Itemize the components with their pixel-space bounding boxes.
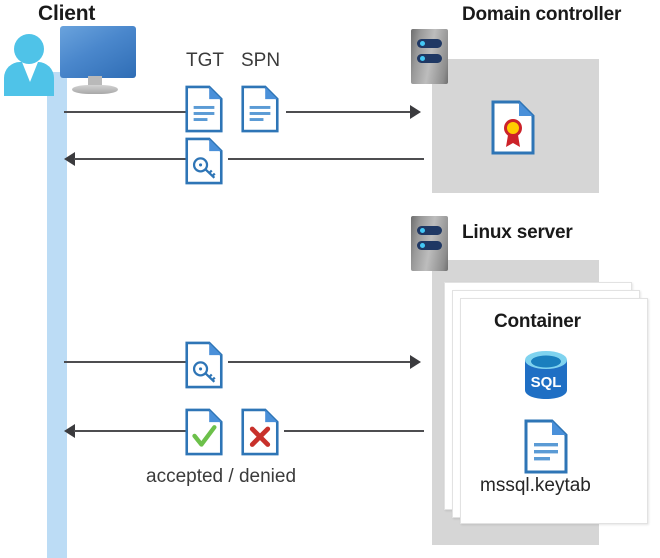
document-cross-icon <box>241 407 279 457</box>
sql-database-icon: SQL <box>522 349 570 401</box>
client-workstation-icon <box>0 0 140 100</box>
client-lifeline <box>47 72 67 558</box>
arrow-linux-to-client-segment-right <box>284 430 424 432</box>
keytab-filename-label: mssql.keytab <box>480 475 591 496</box>
person-head <box>14 34 44 64</box>
server-rack-icon <box>411 29 448 84</box>
domain-controller-title: Domain controller <box>462 4 622 25</box>
container-card-front <box>460 298 648 524</box>
arrow-dc-to-client-head <box>64 152 75 166</box>
document-lines-icon <box>185 84 223 134</box>
tgt-label: TGT <box>186 50 224 71</box>
container-title: Container <box>494 311 581 332</box>
arrow-dc-to-client-segment-right <box>228 158 424 160</box>
document-certificate-icon <box>491 100 535 155</box>
arrow-client-to-linux-head <box>410 355 421 369</box>
monitor-stand-base <box>72 85 118 94</box>
arrow-linux-to-client-segment-left <box>74 430 186 432</box>
document-lines-icon <box>241 84 279 134</box>
accepted-denied-label: accepted / denied <box>146 466 297 487</box>
linux-server-title: Linux server <box>462 222 573 243</box>
arrow-client-to-dc-segment-left <box>64 111 186 113</box>
arrow-client-to-dc-segment-right <box>286 111 410 113</box>
svg-text:SQL: SQL <box>531 374 562 391</box>
spn-label: SPN <box>241 50 281 71</box>
document-key-icon <box>185 340 223 390</box>
document-key-icon <box>185 136 223 186</box>
server-rack-icon <box>411 216 448 271</box>
monitor-screen <box>60 26 136 78</box>
arrow-client-to-dc-head <box>410 105 421 119</box>
person-collar <box>22 62 38 82</box>
client-title: Client <box>38 2 96 25</box>
document-lines-icon <box>524 419 568 474</box>
document-check-icon <box>185 407 223 457</box>
arrow-client-to-linux-segment-left <box>64 361 186 363</box>
arrow-dc-to-client-segment-left <box>74 158 186 160</box>
arrow-linux-to-client-head <box>64 424 75 438</box>
arrow-client-to-linux-segment-right <box>228 361 410 363</box>
